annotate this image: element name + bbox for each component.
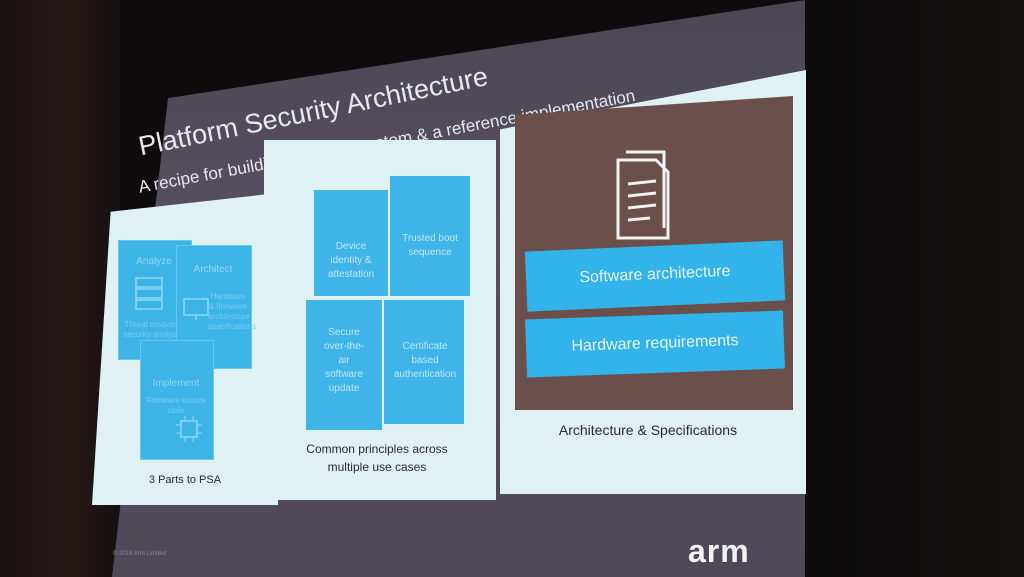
hardware-requirements-bar: Hardware requirements <box>525 310 785 378</box>
cell-device-identity-text: Device identity & attestation <box>327 241 375 280</box>
tile-implement <box>140 340 214 460</box>
cell-certificate-auth <box>384 300 464 424</box>
tile-architect-label: Architect <box>193 264 233 275</box>
room-wall-right <box>794 0 1024 577</box>
cell-trusted-boot <box>390 176 470 296</box>
cell-certificate-auth-text: Certificate based authentication <box>393 341 457 380</box>
cell-ota-update-text: Secure over-the-air software update <box>323 327 364 394</box>
monitor-icon <box>183 298 209 320</box>
tile-analyze-sub: Threat models & security analyses <box>123 320 185 339</box>
tile-architect-sub: Hardware & firmware architecture specifi… <box>208 292 257 331</box>
tile-analyze-label: Analyze <box>136 256 172 267</box>
software-architecture-bar: Software architecture <box>524 240 786 312</box>
cell-trusted-boot-text: Trusted boot sequence <box>402 233 458 258</box>
document-icon <box>616 150 670 240</box>
chip-icon <box>176 416 202 442</box>
tile-implement-sub: Firmware source code <box>146 396 206 415</box>
caption-architecture-specs: Architecture & Specifications <box>558 422 738 438</box>
footer-copyright: © 2018 Arm Limited <box>113 551 166 557</box>
caption-common-principles: Common principles across multiple use ca… <box>306 442 448 474</box>
cell-device-identity <box>314 190 388 296</box>
server-icon <box>135 277 163 310</box>
arm-logo: arm <box>688 533 750 569</box>
caption-three-parts: 3 Parts to PSA <box>148 474 222 486</box>
tile-implement-label: Implement <box>152 378 200 389</box>
cell-ota-update <box>306 300 382 430</box>
